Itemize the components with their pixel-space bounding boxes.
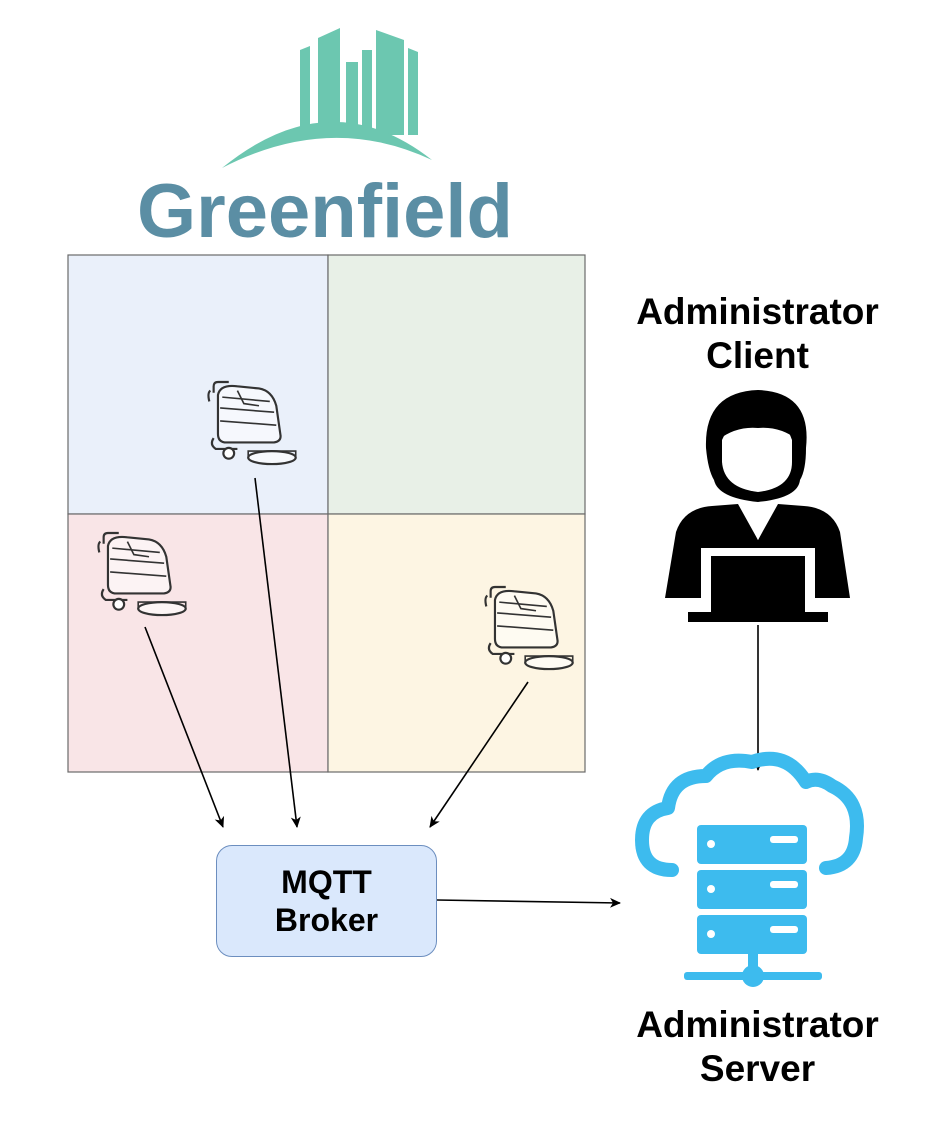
robot-3-to-broker-arrow: [429, 681, 529, 828]
district-1: [67, 254, 329, 515]
brand-name: Greenfield: [137, 169, 513, 254]
cloud-server-icon: [635, 751, 864, 987]
district-grid: [67, 254, 586, 773]
admin-client-label: Administrator Client: [600, 290, 915, 379]
broker-to-server-arrow: [436, 897, 621, 908]
admin-server-label: Administrator Server: [600, 1003, 915, 1092]
admin-server-label-line2: Server: [699, 1048, 816, 1090]
district-2: [327, 254, 586, 515]
admin-client-label-line1: Administrator: [636, 291, 879, 332]
user-with-laptop-icon: [665, 390, 850, 622]
robot-1-to-broker-arrow: [254, 477, 301, 828]
robot-2-to-broker-arrow: [144, 626, 225, 828]
admin-client-label-line2: Client: [706, 335, 809, 377]
broker-label-line1: MQTT: [281, 863, 372, 900]
admin-server-label-line1: Administrator: [636, 1004, 879, 1045]
mqtt-broker: MQTT Broker: [216, 845, 437, 957]
broker-label-line2: Broker: [274, 902, 379, 938]
city-skyline-icon: [222, 28, 432, 168]
